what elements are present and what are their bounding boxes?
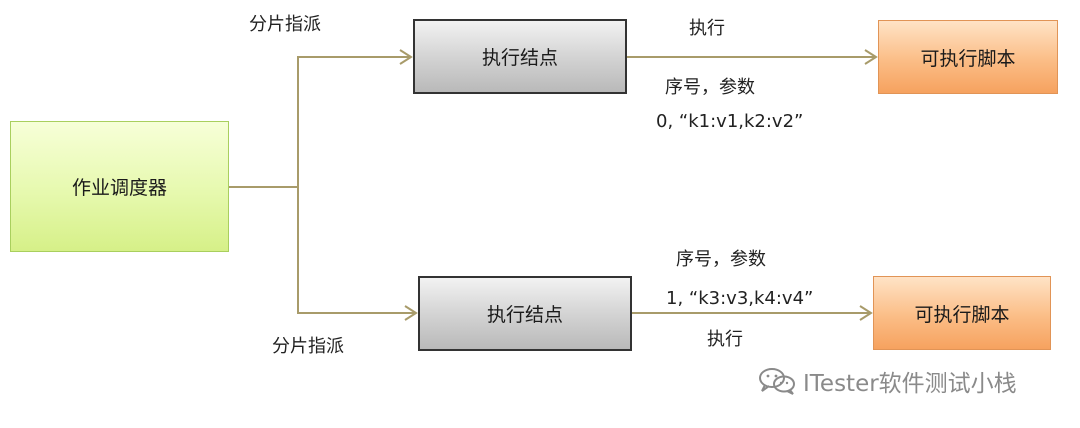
wechat-icon <box>759 368 795 395</box>
connector-to-node-top <box>297 56 409 187</box>
watermark: ITester软件测试小栈 <box>757 366 1017 397</box>
arrowhead-script-top <box>864 49 878 65</box>
exec-node-top-box: 执行结点 <box>413 19 627 94</box>
job-scheduler-label: 作业调度器 <box>71 177 167 199</box>
exec-node-bottom-label: 执行结点 <box>486 304 563 326</box>
script-bottom-label: 可执行脚本 <box>914 303 1010 326</box>
arrowhead-node-top <box>399 49 413 65</box>
exec-top-label: 执行 <box>689 18 725 39</box>
params-header-bottom: 序号，参数 <box>676 249 766 270</box>
script-top-box: 可执行脚本 <box>878 20 1058 94</box>
exec-node-top-label: 执行结点 <box>481 47 558 69</box>
dispatch-top-label: 分片指派 <box>249 14 321 35</box>
arrowhead-script-bottom <box>859 305 873 321</box>
exec-node-bottom-box: 执行结点 <box>418 276 632 351</box>
job-scheduler-box: 作业调度器 <box>10 121 229 252</box>
exec-bottom-label: 执行 <box>707 329 743 350</box>
params-value-bottom: 1, “k3:v3,k4:v4” <box>666 288 814 309</box>
dispatch-bottom-label: 分片指派 <box>272 336 344 357</box>
script-bottom-box: 可执行脚本 <box>873 276 1051 350</box>
params-header-top: 序号，参数 <box>665 77 755 98</box>
connector-to-node-bottom <box>297 187 414 314</box>
script-top-label: 可执行脚本 <box>920 47 1016 70</box>
arrowhead-node-bottom <box>404 305 418 321</box>
watermark-text: ITester软件测试小栈 <box>803 371 1017 397</box>
params-value-top: 0, “k1:v1,k2:v2” <box>656 111 804 132</box>
